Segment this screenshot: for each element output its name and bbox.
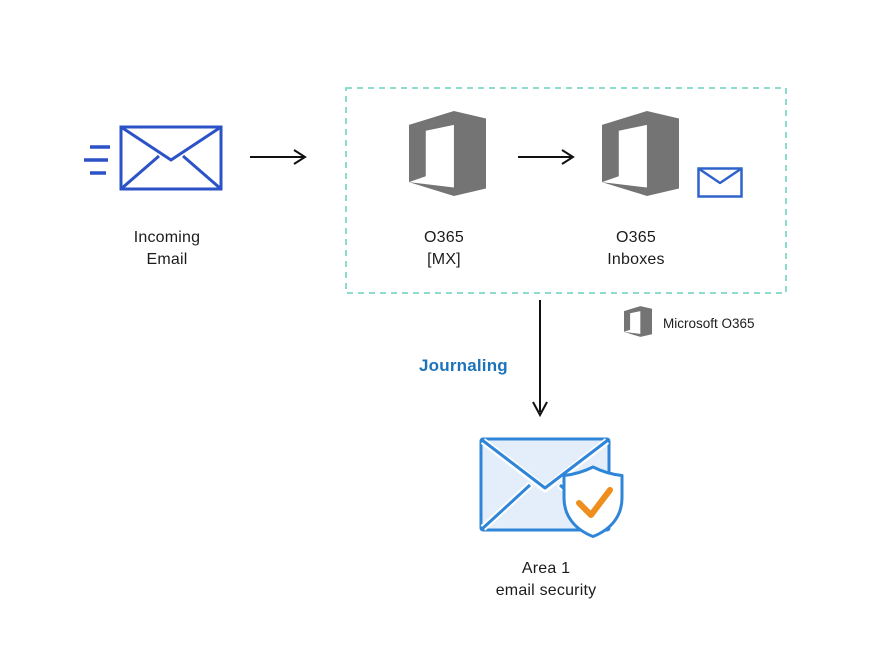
o365-inboxes-label-line1: O365: [616, 229, 656, 246]
o365-mx-label-line1: O365: [424, 229, 464, 246]
o365-inboxes-label: O365 Inboxes: [566, 227, 706, 271]
area1-label: Area 1 email security: [456, 558, 636, 602]
speed-lines-icon: [84, 145, 110, 175]
arrow-right-icon: [250, 149, 307, 165]
shield-icon: [562, 465, 624, 538]
legend-label: Microsoft O365: [663, 316, 755, 331]
journaling-label: Journaling: [419, 356, 508, 375]
o365-environment-group: [345, 87, 787, 294]
o365-inboxes-label-line2: Inboxes: [607, 251, 665, 268]
checkmark-icon: [576, 487, 613, 518]
incoming-email-label-line2: Email: [146, 251, 188, 268]
legend-office365-icon: [624, 306, 652, 337]
o365-mx-label: O365 [MX]: [374, 227, 514, 271]
area1-label-line2: email security: [495, 582, 597, 599]
arrow-down-icon: [532, 300, 548, 418]
incoming-email-icon: [119, 125, 223, 191]
area1-label-line1: Area 1: [521, 560, 571, 577]
arrow-right-icon: [518, 149, 575, 165]
inbox-envelope-icon: [697, 167, 743, 198]
office365-mx-icon: [409, 111, 486, 196]
incoming-email-label: Incoming Email: [97, 227, 237, 271]
office365-inboxes-icon: [602, 111, 679, 196]
incoming-email-label-line1: Incoming: [133, 229, 201, 246]
area1-email-security-icon: [479, 437, 624, 538]
o365-mx-label-line2: [MX]: [427, 251, 461, 268]
